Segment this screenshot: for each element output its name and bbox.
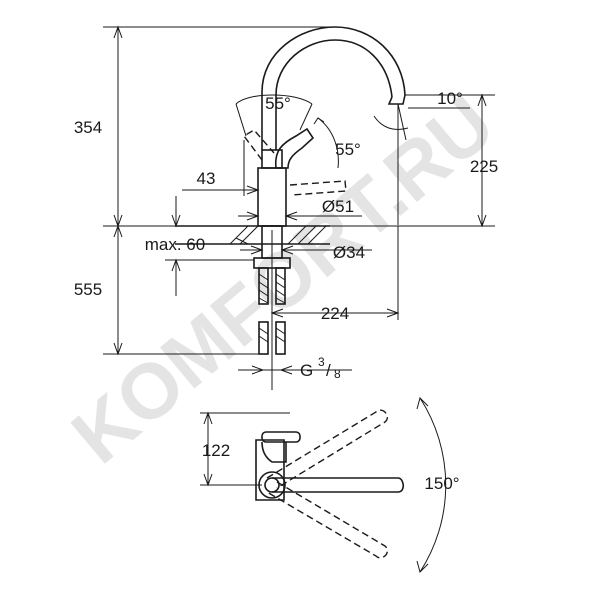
angle-handle-right-label: 55° [335,140,361,159]
lever-left-dashed [242,129,275,161]
dim-max60-label: max. 60 [145,235,205,254]
angle-handle-left-label: 55° [265,94,291,113]
angle-spout-label: 10° [437,89,463,108]
dim-225-label: 225 [470,157,498,176]
watermark-text: KOMFORT.RU [55,79,510,481]
dim-d34-label: Ø34 [333,243,365,262]
thread-main-label: G [300,361,313,380]
top-spout-base-inner [264,477,280,493]
dimension-d34: Ø34 [240,243,372,262]
top-spout-swivel-down [266,481,389,559]
spout-tip [387,94,406,105]
swivel-angle-label: 150° [424,474,459,493]
dimension-angle-handle: 55° [235,94,313,137]
dimension-224: 224 [270,226,400,323]
top-body [255,439,285,501]
dim-122-label: 122 [202,441,230,460]
countertop-hatch [229,225,327,245]
dimension-d51: Ø51 [238,197,362,221]
dimension-max60: max. 60 [145,196,254,296]
dimension-angle-lever: 55° [313,117,361,169]
flex-hoses [258,267,286,355]
thread-num-label: 3 [318,355,325,369]
spout-inner [275,39,393,150]
dim-224-label: 224 [321,304,349,323]
top-lever-plate [261,431,301,443]
lever-right-dashed [289,180,347,196]
faucet-side-view [175,26,406,390]
dimension-thread: G 3 / 8 [238,355,352,381]
dim-555-label: 555 [74,280,102,299]
dim-d51-label: Ø51 [322,197,354,216]
faucet-body [257,167,287,227]
lever-right [274,127,315,169]
dimension-angle-spout: 10° [373,89,470,141]
faucet-neck [261,149,283,169]
top-lever-body [261,441,287,463]
dimension-354: 354 [74,25,330,228]
top-spout-swivel-up [266,409,389,489]
top-spout-straight [272,477,405,493]
swivel-arc [419,397,447,573]
dimension-555: 555 [74,224,259,356]
dimension-122: 122 [200,411,290,487]
thread-slash: / [326,361,331,380]
spout-outer [261,26,406,150]
dim-354-label: 354 [74,118,102,137]
faucet-top-view: 150° [255,397,460,573]
dimension-225: 225 [286,93,498,228]
dimension-43: 43 [182,140,260,196]
dim-43-label: 43 [197,169,216,188]
thread-den-label: 8 [334,367,341,381]
